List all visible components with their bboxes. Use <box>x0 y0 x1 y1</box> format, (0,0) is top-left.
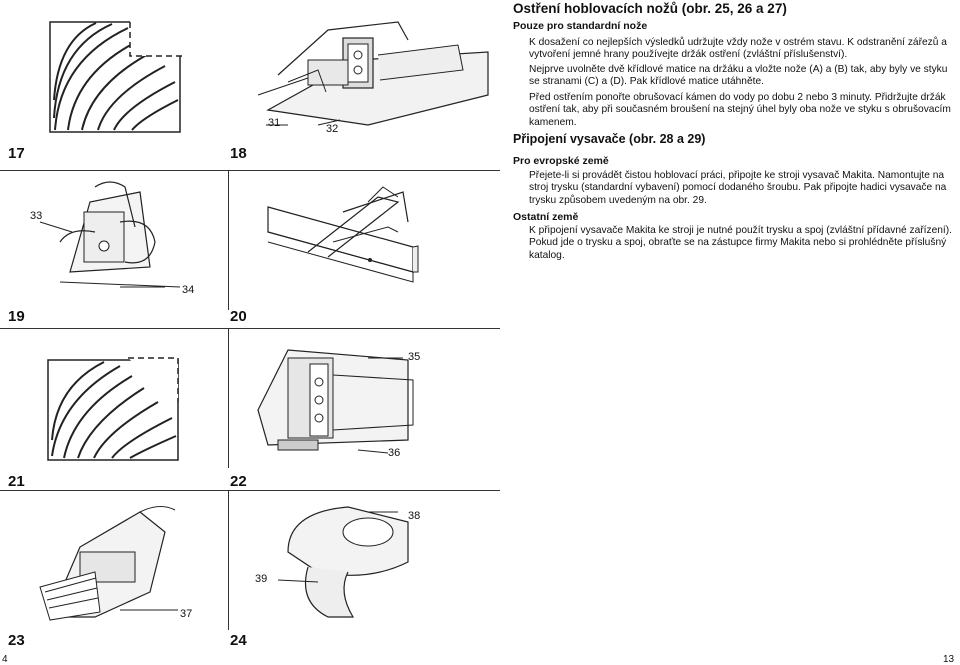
figure-17-illustration <box>49 20 184 133</box>
figure-number-17: 17 <box>8 145 25 162</box>
subheading-other-countries: Ostatní země <box>513 211 579 223</box>
paragraph-other-vacuum: K připojení vysavače Makita ke stroji je… <box>529 225 952 261</box>
figure-number-21: 21 <box>8 473 25 490</box>
figure-20-illustration <box>267 186 419 283</box>
figure-number-22: 22 <box>230 473 247 490</box>
callout-37: 37 <box>180 608 193 620</box>
figure-number-18: 18 <box>230 145 247 162</box>
callout-36: 36 <box>388 447 401 459</box>
figure-number-23: 23 <box>8 632 25 649</box>
figure-row-divider <box>0 328 500 329</box>
subheading-european-countries: Pro evropské země <box>513 155 609 167</box>
figure-19-illustration <box>39 181 181 288</box>
figure-21-illustration <box>47 357 179 461</box>
heading-vacuum-connection: Připojení vysavače (obr. 28 a 29) <box>513 132 706 146</box>
figure-column-divider <box>228 170 229 310</box>
paragraph-sharp-knives: K dosažení co nejlepších výsledků udržuj… <box>529 37 947 61</box>
figure-18-illustration <box>257 21 489 126</box>
paragraph-european-vacuum: Přejete-li si provádět čistou hoblovací … <box>529 170 947 206</box>
figure-column-divider <box>228 328 229 468</box>
section-title: Ostření hoblovacích nožů (obr. 25, 26 a … <box>513 1 787 16</box>
callout-35: 35 <box>408 351 421 363</box>
figure-number-24: 24 <box>230 632 247 649</box>
page-number-right: 13 <box>943 654 955 665</box>
callout-38: 38 <box>408 510 421 522</box>
figure-number-20: 20 <box>230 308 247 325</box>
subheading-standard-knives: Pouze pro standardní nože <box>513 20 648 32</box>
paragraph-wing-nuts: Nejprve uvolněte dvě křídlové matice na … <box>529 64 948 88</box>
figure-row-divider <box>0 170 500 171</box>
figure-number-19: 19 <box>8 308 25 325</box>
paragraph-whetstone: Před ostřením ponořte obrušovací kámen d… <box>529 92 951 128</box>
callout-39: 39 <box>255 573 268 585</box>
figure-row-divider <box>0 490 500 491</box>
page-number-left: 4 <box>2 654 8 665</box>
callout-31: 31 <box>268 117 281 129</box>
callout-33: 33 <box>30 210 43 222</box>
figure-24-illustration <box>277 506 409 618</box>
figure-23-illustration <box>39 506 178 621</box>
callout-32: 32 <box>326 123 339 135</box>
figure-column-divider <box>228 490 229 630</box>
callout-34: 34 <box>182 284 195 296</box>
figure-22-illustration <box>257 349 414 454</box>
